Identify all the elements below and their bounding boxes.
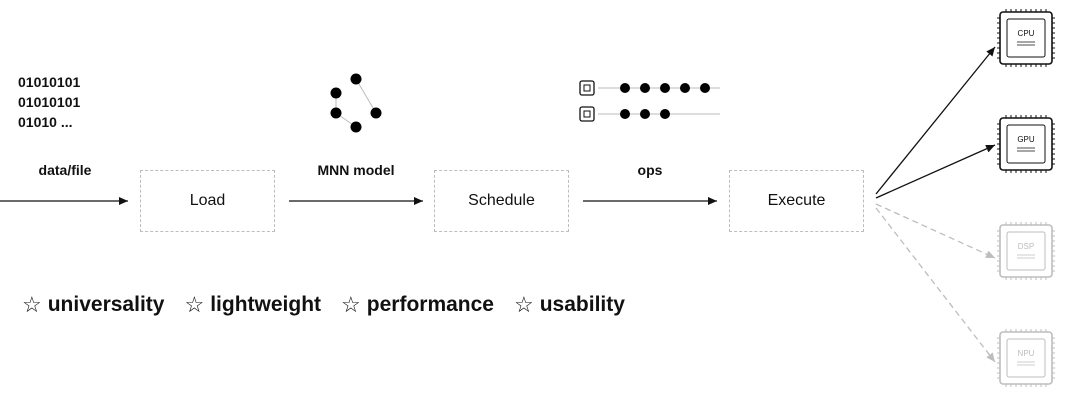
gpu-chip-icon: GPU — [997, 115, 1055, 173]
feature-label: usability — [539, 293, 625, 316]
chip-label: NPU — [1018, 349, 1035, 358]
chip-label: CPU — [1018, 29, 1035, 38]
ops-label: ops — [637, 162, 663, 178]
feature-item: ☆ lightweight — [184, 292, 321, 318]
feature-list: ☆ universality ☆ lightweight ☆ performan… — [22, 292, 625, 318]
execute-stage-label: Execute — [767, 192, 826, 209]
arrow-to-gpu — [875, 144, 996, 199]
binary-line: 01010 ... — [18, 114, 73, 130]
star-outline-icon: ☆ — [184, 292, 205, 317]
star-outline-icon: ☆ — [513, 292, 534, 317]
arrow-to-dsp — [875, 203, 996, 259]
schedule-stage-box: Schedule — [434, 170, 569, 232]
binary-line: 01010101 — [18, 94, 81, 110]
feature-label: universality — [47, 293, 165, 316]
binary-line: 01010101 — [18, 74, 81, 90]
data-file-label: data/file — [38, 162, 92, 178]
star-outline-icon: ☆ — [341, 292, 361, 317]
chip-label: DSP — [1018, 242, 1034, 251]
star-outline-icon: ☆ — [22, 292, 42, 317]
load-stage-box: Load — [140, 170, 275, 232]
ops-icon — [579, 80, 720, 122]
binary-data-text: 01010101 01010101 01010 ... — [18, 72, 80, 132]
feature-item: ☆ universality — [22, 292, 164, 318]
feature-item: ☆ usability — [514, 292, 625, 318]
npu-chip-icon: NPU — [997, 329, 1055, 387]
arrow-to-cpu — [875, 46, 996, 195]
feature-item: ☆ performance — [341, 292, 494, 318]
cpu-chip-icon: CPU — [997, 9, 1055, 67]
arrow-to-npu — [875, 207, 996, 363]
feature-label: performance — [366, 293, 494, 316]
chip-label: GPU — [1017, 135, 1035, 144]
load-stage-label: Load — [189, 192, 226, 209]
schedule-stage-label: Schedule — [468, 192, 535, 209]
mnn-model-label: MNN model — [317, 162, 395, 178]
feature-label: lightweight — [210, 293, 322, 316]
dsp-chip-icon: DSP — [997, 222, 1055, 280]
execute-stage-box: Execute — [729, 170, 864, 232]
model-graph-icon — [330, 73, 382, 133]
